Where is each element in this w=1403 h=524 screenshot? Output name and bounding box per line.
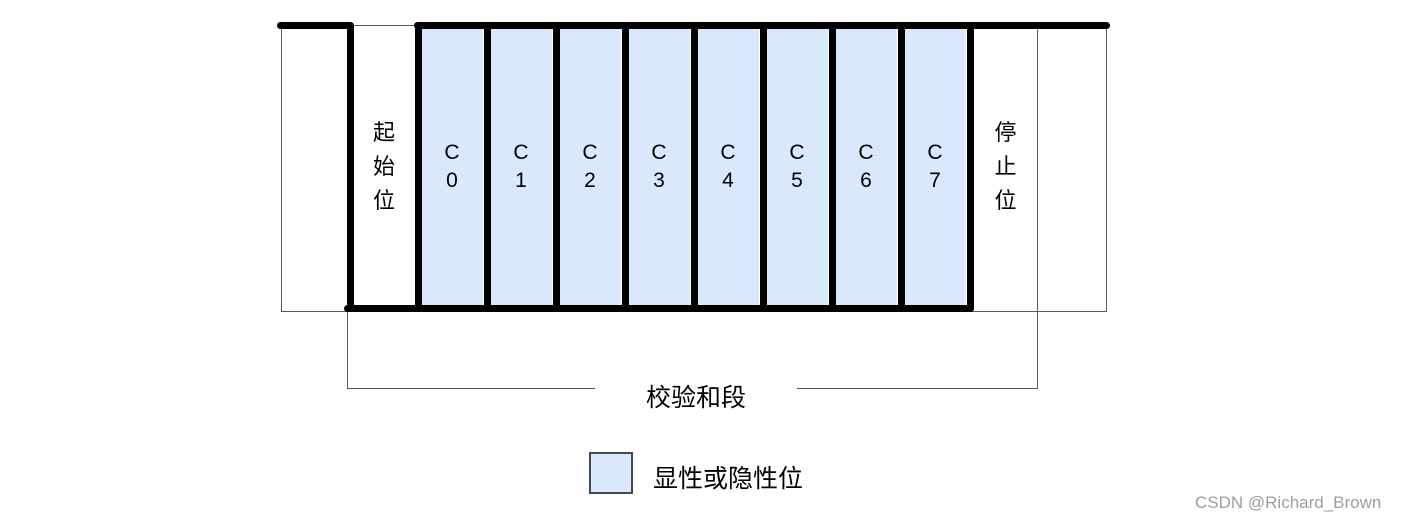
bit-boundary-line [759,22,767,312]
bit-boundary-line [966,22,974,312]
start-bit-label: 起始位 [372,119,395,214]
checksum-bracket-left-line [347,388,595,389]
checksum-segment-label: 校验和段 [645,384,746,412]
checksum-bracket-left-leg [347,312,348,388]
start-bit-edge-line [346,22,354,312]
checksum-bracket-right-line [797,388,1038,389]
bit-boundary-line [483,22,491,312]
stop-bit-label: 停止位 [994,119,1017,214]
bit-boundary-line [828,22,836,312]
legend-color-swatch [589,452,633,494]
bit-boundary-line [690,22,698,312]
stop-idle-divider-line [1037,25,1038,388]
bit-boundary-line [897,22,905,312]
legend-label: 显性或隐性位 [653,465,804,493]
bit-boundary-line [552,22,560,312]
idle-high-signal-line [277,22,353,29]
bottom-signal-line [344,305,974,312]
bit-boundary-line [414,22,422,312]
watermark-text: CSDN @Richard_Brown [1195,493,1382,512]
bit-boundary-line [621,22,629,312]
stop-bit-cell: 停止位 [974,29,1037,305]
start-bit-cell: 起始位 [354,29,414,305]
